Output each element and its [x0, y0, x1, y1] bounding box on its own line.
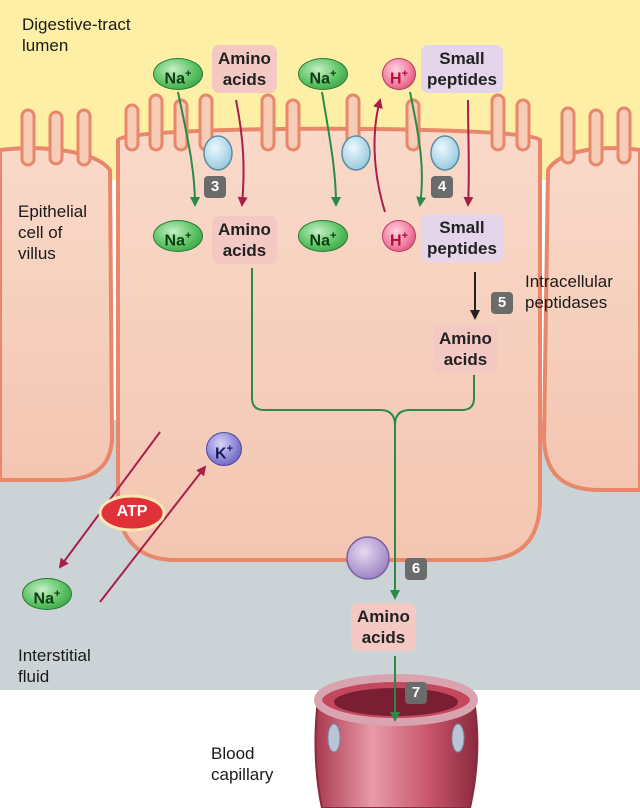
small-peptides-cell: Small peptides: [421, 214, 503, 262]
step-badge-7: 7: [405, 682, 427, 704]
capillary-endothelium-2: [452, 724, 464, 752]
amino-acids-interstitial: Amino acids: [351, 603, 416, 651]
h-ion-lumen: H+: [382, 58, 416, 90]
intracellular-peptidases-label: Intracellular peptidases: [525, 271, 613, 313]
na-ion-interstitial: Na+: [22, 578, 72, 610]
blood-capillary-label: Blood capillary: [211, 743, 273, 785]
na-ion-lumen-1: Na+: [153, 58, 203, 90]
interstitial-fluid-label: Interstitial fluid: [18, 645, 91, 687]
amino-acids-from-peptides: Amino acids: [433, 325, 498, 373]
k-ion: K+: [206, 432, 242, 466]
step-badge-6: 6: [405, 558, 427, 580]
epithelial-cell-label: Epithelial cell of villus: [18, 201, 87, 264]
amino-acids-lumen: Amino acids: [212, 45, 277, 93]
lumen-label: Digestive-tract lumen: [22, 14, 131, 56]
step-badge-5: 5: [491, 292, 513, 314]
arrow-peptides-in: [468, 100, 469, 205]
na-ion-lumen-2: Na+: [298, 58, 348, 90]
na-ion-cell-1: Na+: [153, 220, 203, 252]
amino-acids-cell: Amino acids: [212, 216, 277, 264]
cotransporter-4: [431, 136, 459, 170]
h-ion-cell: H+: [382, 220, 416, 252]
basolateral-transporter: [347, 537, 389, 579]
right-cell: [544, 148, 640, 490]
step-badge-3: 3: [204, 176, 226, 198]
capillary-endothelium-1: [328, 724, 340, 752]
left-cell: [0, 148, 112, 480]
small-peptides-lumen: Small peptides: [421, 45, 503, 93]
na-ion-cell-2: Na+: [298, 220, 348, 252]
step-badge-4: 4: [431, 176, 453, 198]
exchanger-channel: [342, 136, 370, 170]
atp-label: ATP: [100, 503, 164, 521]
cotransporter-3: [204, 136, 232, 170]
